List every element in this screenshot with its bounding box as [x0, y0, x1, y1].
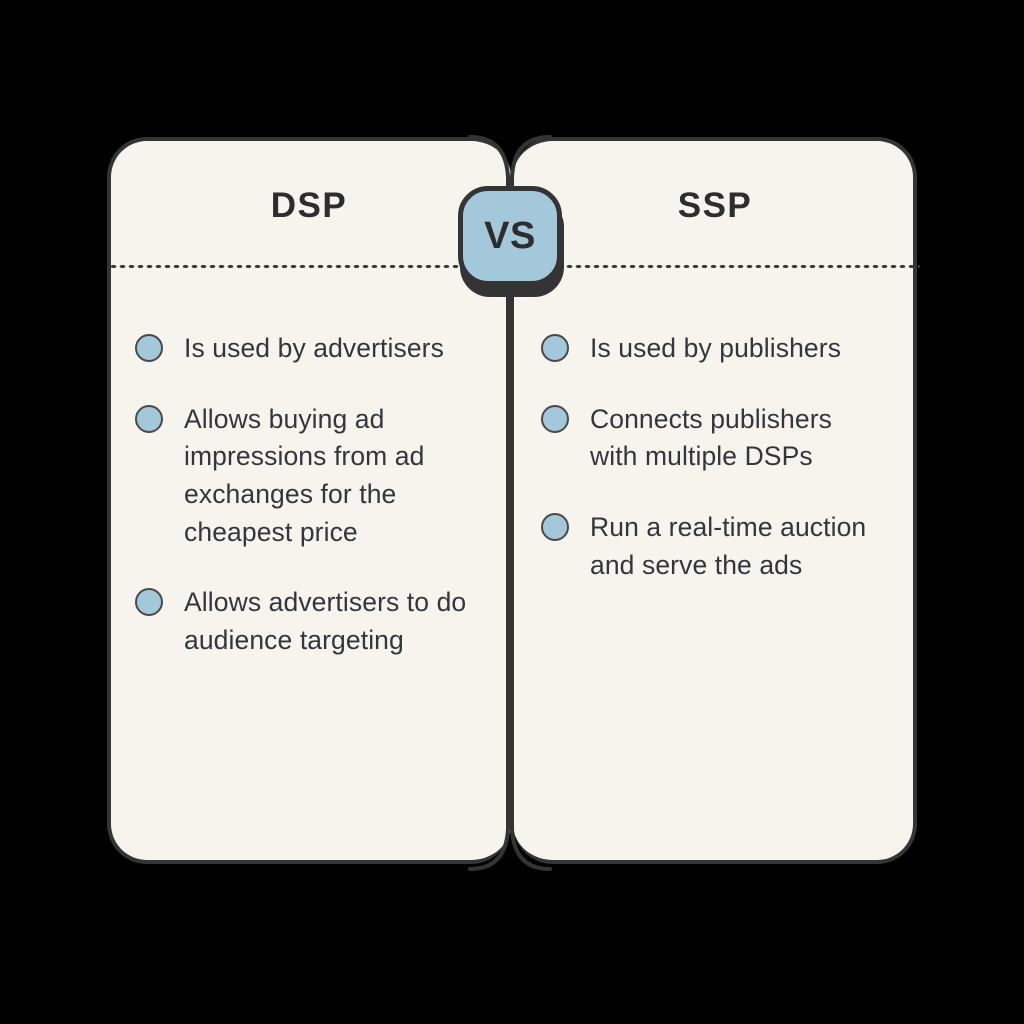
- bullet-dot-icon: [135, 404, 163, 433]
- bullet-dot-icon: [541, 512, 569, 541]
- dsp-bullet-text-1: Is used by advertisers: [184, 333, 444, 363]
- dsp-bullet-text-3: Allows advertisers to do audience target…: [184, 587, 467, 655]
- ssp-header-dotted-divider: [565, 264, 920, 269]
- dsp-bullet-text-2: Allows buying ad impressions from ad exc…: [184, 403, 425, 547]
- vs-badge-label: VS: [484, 215, 536, 257]
- vs-badge: VS: [458, 186, 566, 299]
- bullet-dot-icon: [135, 334, 163, 362]
- ssp-bullet-text-3: Run a real-time auction and serve the ad…: [590, 511, 867, 580]
- list-item: Is used by advertisers: [135, 330, 475, 368]
- list-item: Connects publishers with multiple DSPs: [541, 401, 881, 476]
- list-item: Allows buying ad impressions from ad exc…: [135, 401, 475, 552]
- bullet-dot-icon: [135, 588, 163, 617]
- dsp-bullet-list: Is used by advertisers Allows buying ad …: [135, 330, 475, 692]
- list-item: Run a real-time auction and serve the ad…: [541, 509, 881, 584]
- dsp-header-dotted-divider: [109, 264, 461, 269]
- bullet-dot-icon: [541, 334, 569, 362]
- ssp-title: SSP: [677, 186, 753, 225]
- vs-badge-face: VS: [458, 186, 562, 286]
- dsp-title: DSP: [270, 186, 348, 225]
- ssp-bullet-text-2: Connects publishers with multiple DSPs: [590, 403, 833, 472]
- ssp-bullet-list: Is used by publishers Connects publisher…: [541, 330, 881, 617]
- bullet-dot-icon: [541, 404, 569, 433]
- ssp-panel: [513, 137, 917, 864]
- list-item: Allows advertisers to do audience target…: [135, 584, 475, 659]
- list-item: Is used by publishers: [541, 330, 881, 368]
- dsp-panel: [107, 137, 511, 864]
- panel-seam-divider: [468, 135, 552, 871]
- ssp-bullet-text-1: Is used by publishers: [590, 333, 842, 363]
